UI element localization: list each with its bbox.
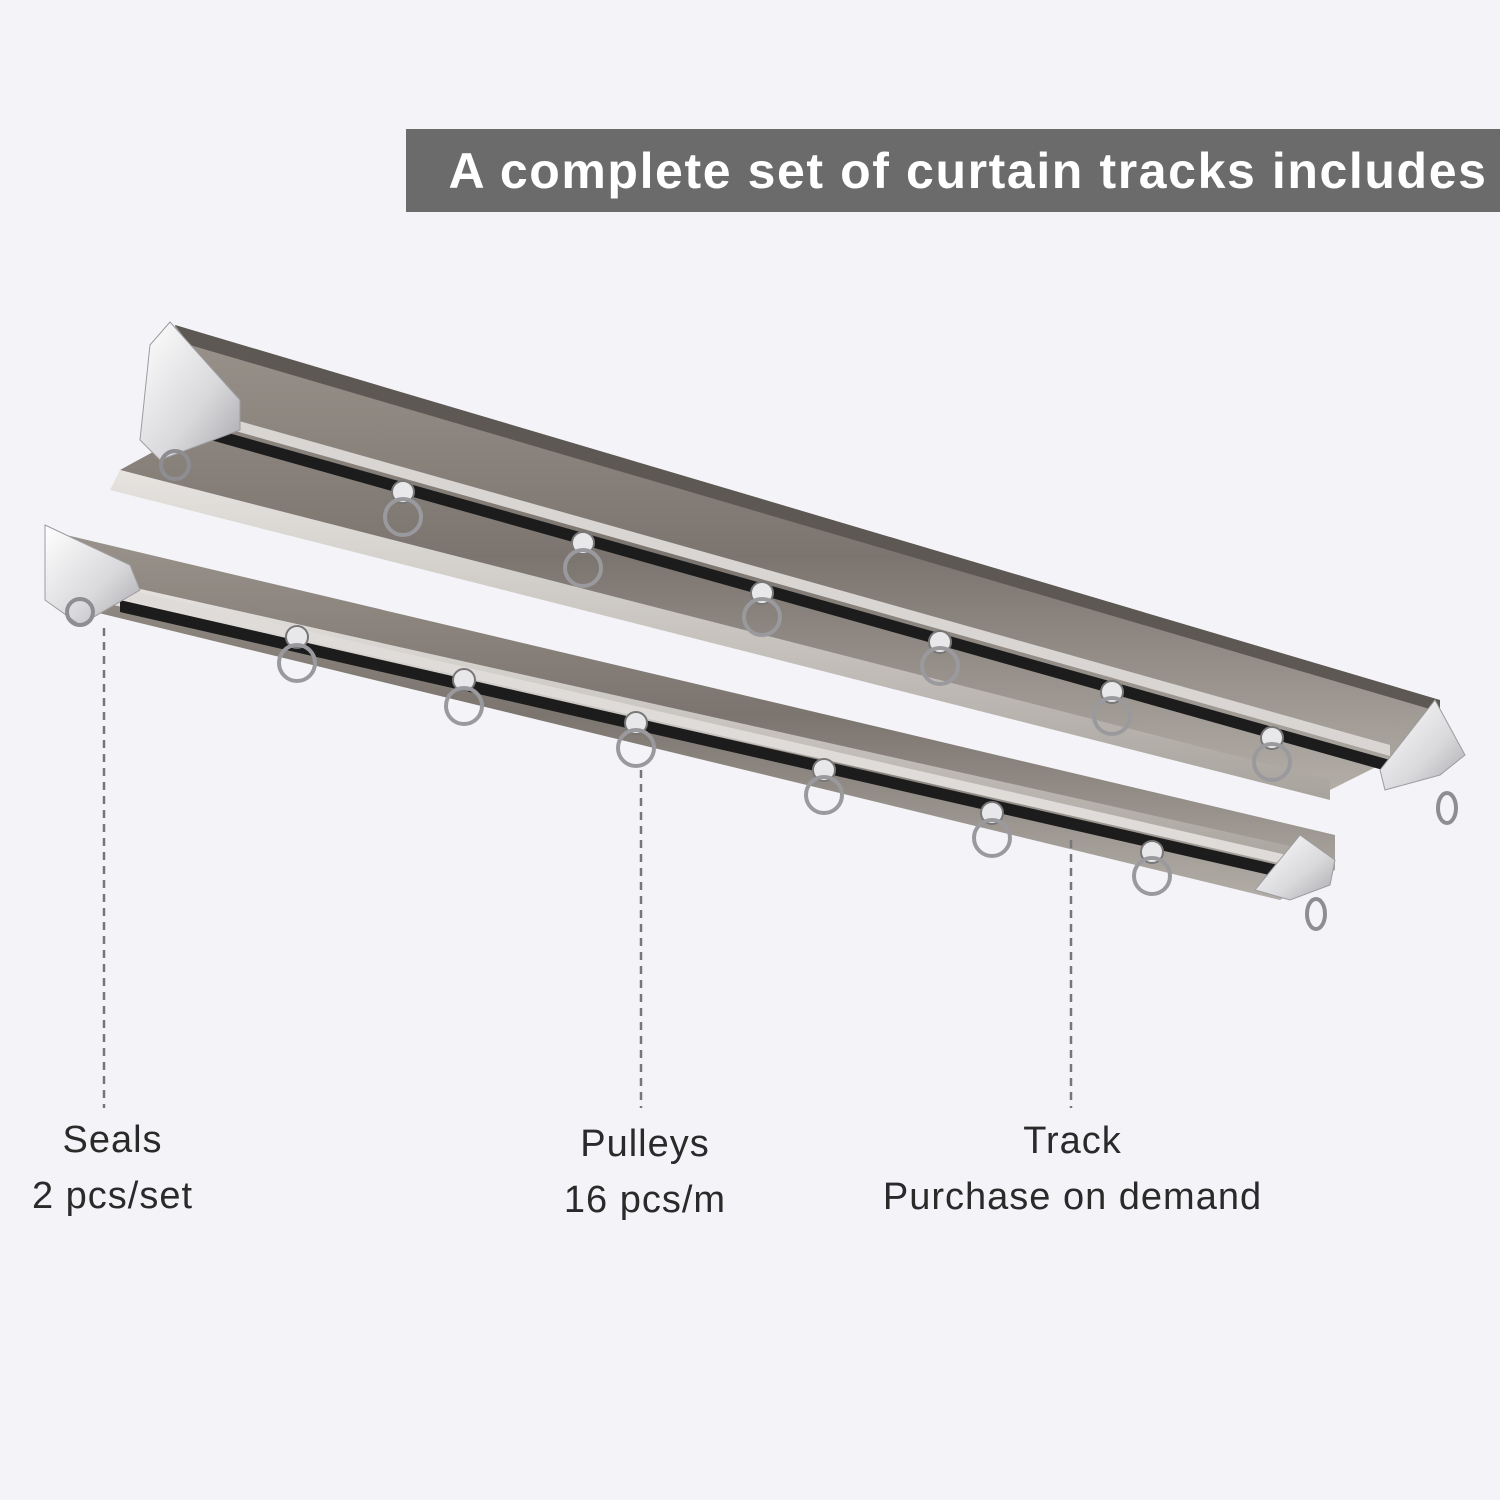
pulleys-lower-row bbox=[277, 625, 1172, 896]
pulley-icon bbox=[804, 758, 844, 815]
callout-pulleys: Pulleys 16 pcs/m bbox=[540, 1116, 750, 1228]
banner-title: A complete set of curtain tracks include… bbox=[448, 142, 1488, 199]
pulley-icon bbox=[383, 480, 423, 537]
callout-pulleys-title: Pulleys bbox=[580, 1123, 710, 1165]
callout-seals-title: Seals bbox=[62, 1119, 163, 1161]
pulleys-upper-row bbox=[383, 480, 1292, 782]
pulley-icon bbox=[563, 531, 603, 588]
pulley-icon bbox=[920, 630, 960, 686]
header-banner: A complete set of curtain tracks include… bbox=[406, 129, 1500, 212]
callout-track: Track Purchase on demand bbox=[860, 1113, 1285, 1225]
callout-pulleys-detail: 16 pcs/m bbox=[563, 1179, 727, 1221]
seal-end-caps bbox=[44, 321, 1466, 931]
callout-seals-detail: 2 pcs/set bbox=[31, 1175, 194, 1217]
pulley-icon bbox=[277, 625, 317, 683]
pulley-icon bbox=[972, 801, 1012, 858]
pulley-icon bbox=[444, 668, 484, 726]
pulley-icon bbox=[616, 711, 656, 768]
lower-track bbox=[45, 530, 1335, 900]
callout-track-title: Track bbox=[1023, 1120, 1122, 1162]
pulley-icon bbox=[742, 581, 782, 637]
pulley-icon bbox=[1132, 840, 1172, 896]
callout-seals: Seals 2 pcs/set bbox=[10, 1112, 215, 1224]
pulley-icon bbox=[1092, 680, 1132, 736]
upper-track bbox=[110, 325, 1440, 800]
callout-track-detail: Purchase on demand bbox=[882, 1176, 1263, 1218]
pulley-icon bbox=[1252, 726, 1292, 782]
